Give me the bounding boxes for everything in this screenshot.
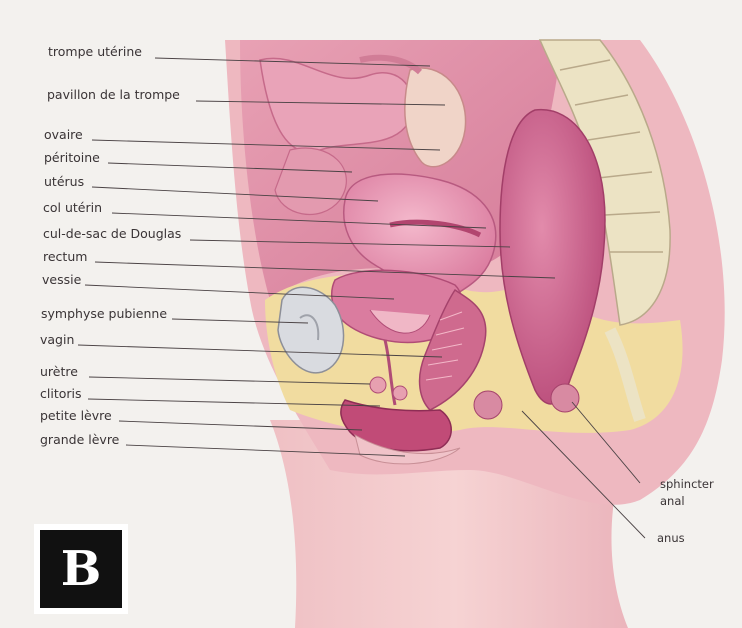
perineal-body — [474, 391, 502, 419]
label-trompe-uterine: trompe utérine — [48, 44, 142, 59]
label-clitoris: clitoris — [40, 386, 82, 401]
label-petite-levre: petite lèvre — [40, 408, 112, 423]
label-rectum: rectum — [43, 249, 87, 264]
label-pavillon: pavillon de la trompe — [47, 87, 180, 102]
label-uterus: utérus — [44, 174, 84, 189]
anal-sphincter-organ — [551, 384, 579, 412]
label-vagin: vagin — [40, 332, 74, 347]
label-peritoine: péritoine — [44, 150, 100, 165]
label-symphyse: symphyse pubienne — [41, 306, 167, 321]
label-anus: anus — [657, 531, 685, 545]
label-col-uterin: col utérin — [43, 200, 102, 215]
label-vessie: vessie — [42, 272, 82, 287]
label-grande-levre: grande lèvre — [40, 432, 120, 447]
label-ovaire: ovaire — [44, 127, 83, 142]
label-uretre: urètre — [40, 364, 78, 379]
clitoris-organ — [370, 377, 386, 393]
label-douglas: cul-de-sac de Douglas — [43, 226, 181, 241]
panel-letter-badge: B — [34, 524, 128, 614]
label-anal: anal — [660, 494, 685, 508]
panel-letter: B — [40, 530, 122, 608]
label-sphincter: sphincter — [660, 477, 714, 491]
bulb-organ — [393, 386, 407, 400]
